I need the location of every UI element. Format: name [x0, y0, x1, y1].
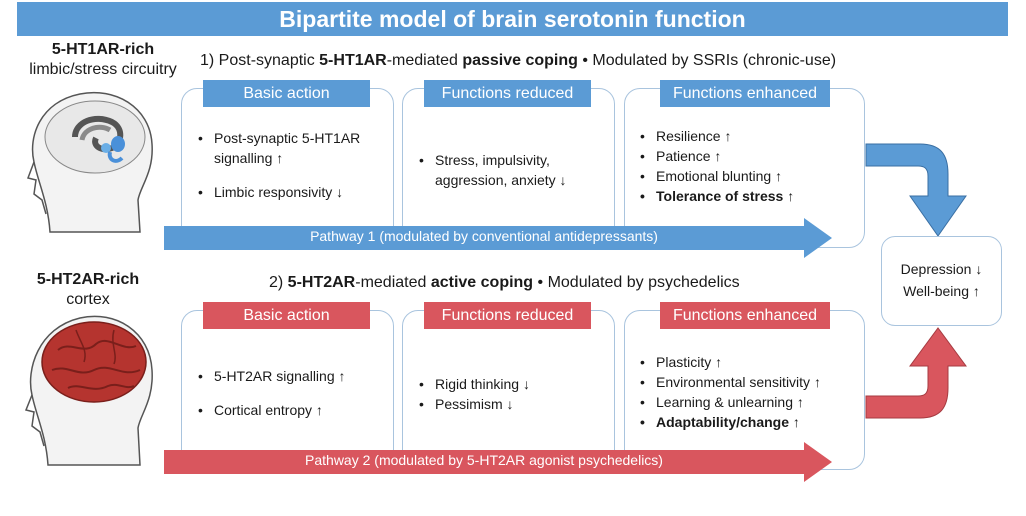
pathway2-region-label: 5-HT2AR-rich cortex [3, 270, 173, 310]
pathway2-basic-action-header: Basic action [203, 302, 370, 329]
list-item: Tolerance of stress ↑ [634, 186, 854, 206]
pathway1-basic-action-list: Post-synaptic 5-HT1AR signalling ↑ Limbi… [192, 128, 382, 202]
list-item: Learning & unlearning ↑ [634, 392, 862, 412]
pathway1-functions-reduced-header: Functions reduced [424, 80, 591, 107]
pathway1-heading-receptor: 5-HT1AR [319, 52, 387, 69]
pathway1-heading: 1) Post-synaptic 5-HT1AR-mediated passiv… [200, 52, 836, 70]
outcome-box: Depression ↓ Well-being ↑ [881, 236, 1002, 326]
list-item: Post-synaptic 5-HT1AR signalling ↑ [192, 128, 382, 168]
list-item: Cortical entropy ↑ [192, 400, 382, 420]
pathway1-functions-enhanced-list: Resilience ↑ Patience ↑ Emotional blunti… [634, 126, 854, 206]
pathway1-region-label: 5-HT1AR-rich limbic/stress circuitry [18, 40, 188, 80]
pathway2-heading-coping: active coping [430, 274, 534, 291]
pathway2-heading-mid: -mediated [355, 274, 431, 291]
pathway2-functions-enhanced-list: Plasticity ↑ Environmental sensitivity ↑… [634, 352, 862, 432]
pathway2-heading-prefix: 2) [269, 274, 288, 291]
pathway1-region-label-line2: limbic/stress circuitry [29, 61, 177, 78]
pathway1-basic-action-header: Basic action [203, 80, 370, 107]
pathway1-heading-coping: passive coping [462, 52, 578, 69]
list-item: Plasticity ↑ [634, 352, 862, 372]
pathway2-arrow [164, 442, 832, 482]
diagram-title: Bipartite model of brain serotonin funct… [17, 2, 1008, 36]
list-item: Environmental sensitivity ↑ [634, 372, 862, 392]
pathway1-functions-enhanced-header: Functions enhanced [660, 80, 830, 107]
pathway1-arrow [164, 218, 832, 258]
pathway1-region-label-line1: 5-HT1AR-rich [51, 41, 155, 58]
list-item: Adaptability/change ↑ [634, 412, 862, 432]
pathway2-heading-suffix: • Modulated by psychedelics [533, 274, 740, 291]
pathway1-heading-prefix: 1) Post-synaptic [200, 52, 320, 69]
pathway1-basic-action-box [181, 88, 394, 248]
outcome-well-being: Well-being ↑ [903, 283, 980, 299]
pathway2-functions-enhanced-header: Functions enhanced [660, 302, 830, 329]
pathway2-heading-receptor: 5-HT2AR [287, 274, 356, 291]
list-item: 5-HT2AR signalling ↑ [192, 366, 382, 386]
list-item: Patience ↑ [634, 146, 854, 166]
pathway2-basic-action-list: 5-HT2AR signalling ↑ Cortical entropy ↑ [192, 366, 382, 420]
head-brain-limbic-illustration [27, 92, 153, 233]
pathway1-arrow-label: Pathway 1 (modulated by conventional ant… [310, 228, 658, 244]
pathway1-heading-mid: -mediated [386, 52, 463, 69]
list-item: Stress, impulsivity, aggression, anxiety… [413, 150, 588, 190]
list-item: Rigid thinking ↓ [413, 374, 588, 394]
pathway1-curved-arrow [865, 143, 967, 237]
list-item: Resilience ↑ [634, 126, 854, 146]
pathway2-arrow-label: Pathway 2 (modulated by 5-HT2AR agonist … [305, 452, 663, 468]
list-item: Emotional blunting ↑ [634, 166, 854, 186]
list-item: Pessimism ↓ [413, 394, 588, 414]
pathway2-region-label-line2: cortex [66, 291, 110, 308]
list-item: Limbic responsivity ↓ [192, 182, 382, 202]
pathway2-functions-reduced-list: Rigid thinking ↓ Pessimism ↓ [413, 374, 588, 414]
outcome-depression: Depression ↓ [900, 261, 983, 277]
pathway2-heading: 2) 5-HT2AR-mediated active coping • Modu… [269, 274, 740, 292]
pathway2-region-label-line1: 5-HT2AR-rich [36, 271, 140, 288]
head-brain-cortex-illustration [24, 315, 153, 466]
pathway2-curved-arrow [865, 327, 967, 419]
pathway2-functions-reduced-header: Functions reduced [424, 302, 591, 329]
pathway1-heading-suffix: • Modulated by SSRIs (chronic-use) [577, 52, 837, 69]
pathway1-functions-reduced-list: Stress, impulsivity, aggression, anxiety… [413, 150, 588, 190]
